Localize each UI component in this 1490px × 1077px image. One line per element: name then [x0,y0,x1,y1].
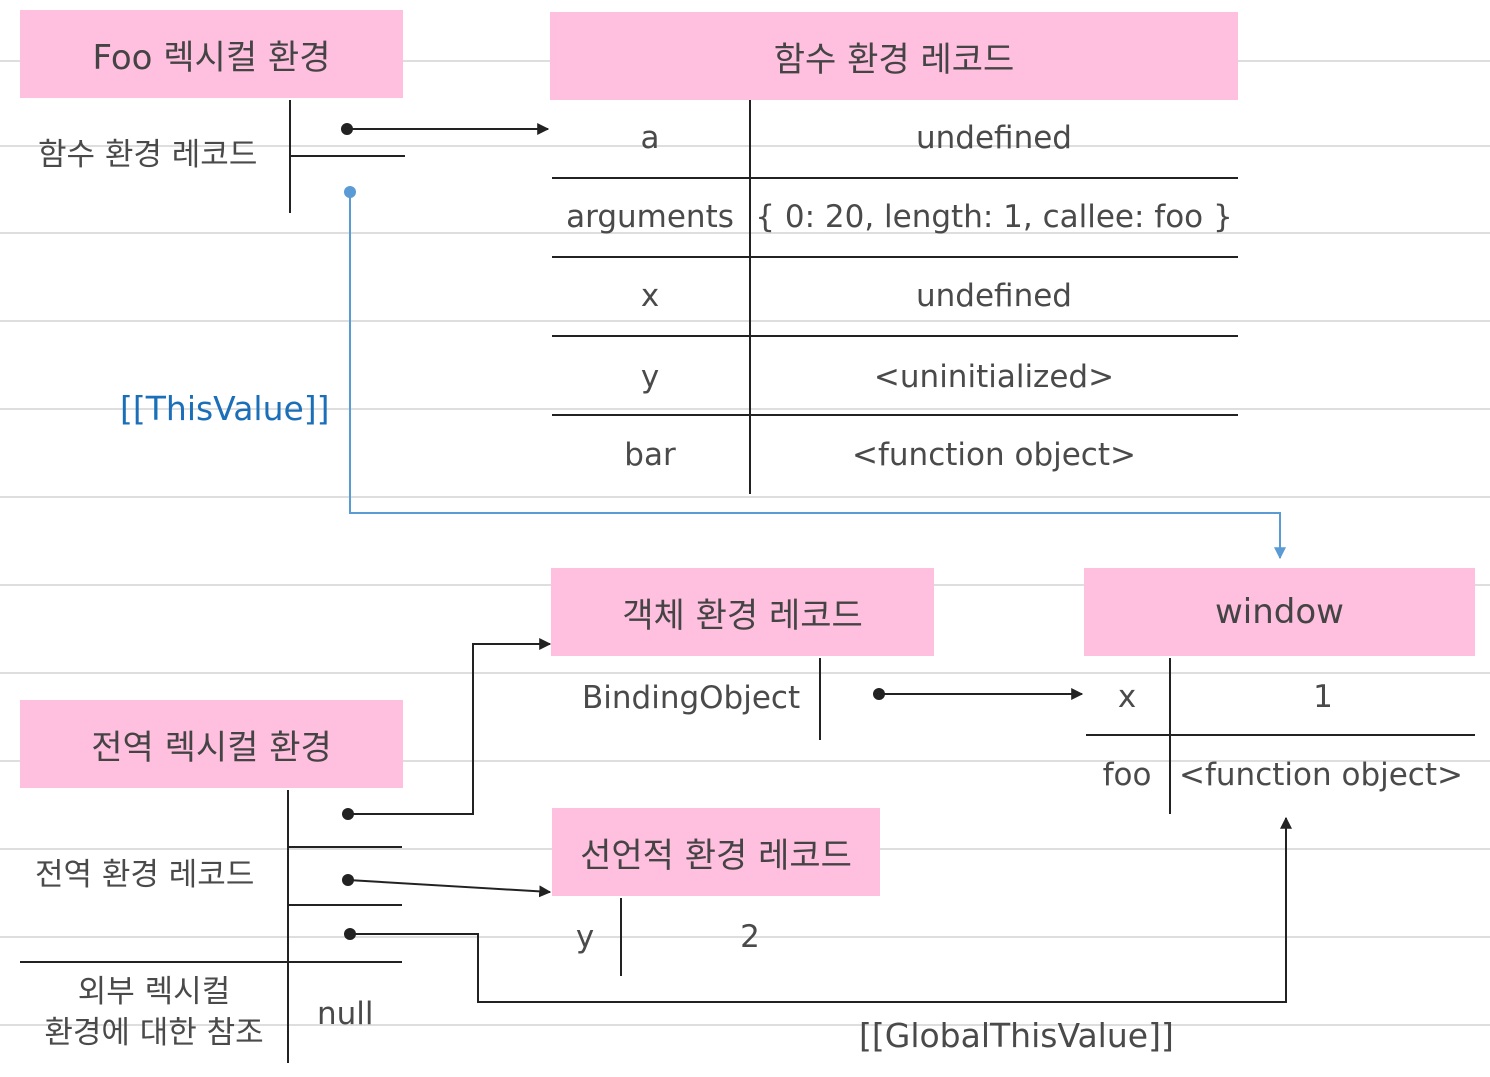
function-record-value-bar: <function object> [852,437,1136,473]
window-column-divider [1169,658,1171,814]
global-env-record-label: 전역 환경 레코드 [35,857,255,893]
declarative-environment-record-title: 선언적 환경 레코드 [580,835,852,876]
global-env-row-divider [20,961,402,963]
function-record-value-a: undefined [916,120,1072,156]
outer-reference-value: null [317,996,374,1032]
object-record-divider [819,658,821,740]
background-line [0,232,1490,234]
outer-reference-label-line2: 환경에 대한 참조 [44,1015,264,1051]
window-row-divider [1086,734,1475,736]
global-env-row-divider [287,846,402,848]
background-line [0,936,1490,938]
window-value-foo: <function object> [1179,757,1463,793]
global-env-row-divider [287,904,402,906]
background-line [0,672,1490,674]
function-record-row-divider [552,335,1238,337]
function-environment-record-title: 함수 환경 레코드 [773,39,1015,80]
window-value-x: 1 [1313,679,1333,715]
global-this-value-arrow [344,816,1292,1003]
declarative-record-value-y: 2 [740,919,760,955]
global-to-object-record-arrow [342,638,552,820]
function-record-row-divider [552,177,1238,179]
function-record-name-y: y [640,359,660,395]
background-line [0,1024,1490,1026]
binding-object-label: BindingObject [582,680,801,716]
background-line [0,760,1490,762]
background-line [0,496,1490,498]
object-environment-record-box: 객체 환경 레코드 [551,568,934,656]
declarative-record-name-y: y [575,919,595,955]
foo-to-function-record-arrow [341,123,550,135]
global-this-value-label: [[GlobalThisValue]] [859,1016,1174,1055]
function-environment-record-box: 함수 환경 레코드 [550,12,1238,100]
window-object-title: window [1215,592,1344,632]
declarative-environment-record-box: 선언적 환경 레코드 [552,808,880,896]
global-lexical-environment-title: 전역 렉시컬 환경 [91,727,332,768]
function-record-name-a: a [640,120,660,156]
window-name-foo: foo [1102,757,1152,793]
global-to-declarative-record-arrow [342,874,552,898]
outer-reference-label-line1: 외부 렉시컬 [77,974,231,1010]
global-env-divider [287,790,289,1063]
function-record-name-bar: bar [624,437,676,473]
declarative-record-divider [620,898,622,976]
global-lexical-environment-box: 전역 렉시컬 환경 [20,700,403,788]
function-record-name-arguments: arguments [566,199,734,235]
foo-env-function-record-label: 함수 환경 레코드 [38,137,258,173]
object-environment-record-title: 객체 환경 레코드 [622,595,863,636]
function-record-name-x: x [640,278,660,314]
foo-lexical-environment-title: Foo 렉시컬 환경 [92,37,331,78]
window-object-box: window [1084,568,1475,656]
function-record-column-divider [749,100,751,494]
function-record-value-y: <uninitialized> [873,359,1115,395]
background-line [0,408,1490,410]
function-record-value-x: undefined [916,278,1072,314]
background-line [0,145,1490,147]
background-line [0,320,1490,322]
window-name-x: x [1117,679,1137,715]
foo-env-row-divider [289,155,405,157]
this-value-label: [[ThisValue]] [120,389,330,428]
function-record-row-divider [552,414,1238,416]
function-record-row-divider [552,256,1238,258]
function-record-value-arguments: { 0: 20, length: 1, callee: foo } [755,199,1233,235]
binding-object-to-window-arrow [873,688,1084,700]
foo-lexical-environment-box: Foo 렉시컬 환경 [20,10,403,98]
this-value-arrow [344,186,1286,560]
